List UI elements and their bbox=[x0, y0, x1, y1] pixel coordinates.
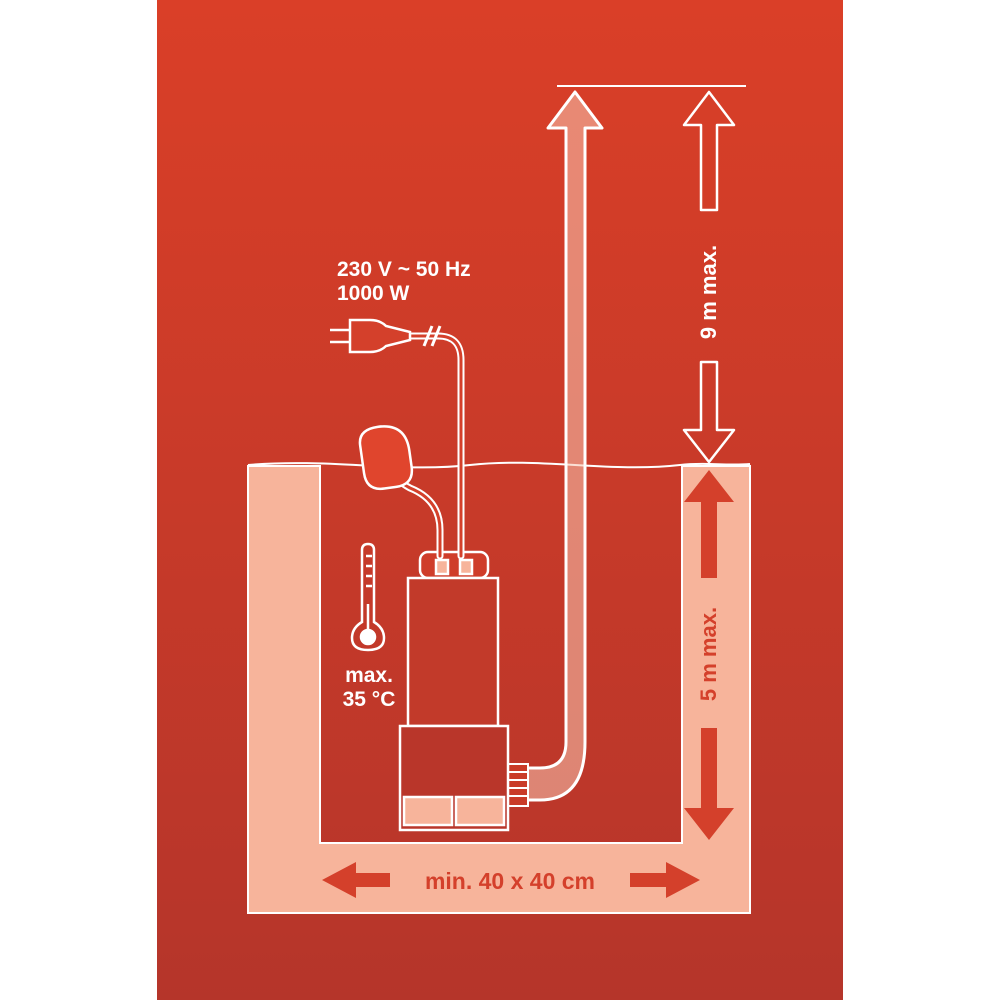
shaft-size-arrow bbox=[322, 862, 700, 898]
shaft-wall bbox=[247, 465, 751, 914]
power-cable-inner bbox=[408, 334, 463, 558]
temp-max-label: max. bbox=[345, 664, 393, 687]
immersion-depth-arrow bbox=[684, 470, 734, 840]
shaft-size-label: min. 40 x 40 cm bbox=[425, 868, 595, 894]
power-voltage-label: 230 V ~ 50 Hz bbox=[337, 258, 471, 281]
temp-value-label: 35 °C bbox=[343, 688, 396, 711]
hose-thread bbox=[507, 763, 529, 807]
pump-icon bbox=[398, 550, 510, 832]
arrow-down-solid bbox=[684, 728, 734, 840]
arrow-right-solid bbox=[630, 862, 700, 898]
cable-break-mark bbox=[422, 325, 442, 347]
arrow-down-outline bbox=[682, 360, 736, 464]
arrow-up-outline bbox=[682, 90, 736, 212]
arrow-up-solid bbox=[684, 470, 734, 578]
discharge-hose bbox=[506, 90, 604, 802]
delivery-height-arrow bbox=[682, 90, 736, 464]
plug-icon bbox=[330, 318, 412, 354]
water-surface-line bbox=[247, 461, 751, 469]
float-switch-icon bbox=[358, 425, 414, 491]
thermometer-icon bbox=[350, 542, 386, 652]
power-watt-label: 1000 W bbox=[337, 282, 410, 305]
delivery-height-label: 9 m max. bbox=[696, 245, 721, 339]
arrow-left-solid bbox=[322, 862, 390, 898]
immersion-depth-label: 5 m max. bbox=[696, 607, 721, 701]
